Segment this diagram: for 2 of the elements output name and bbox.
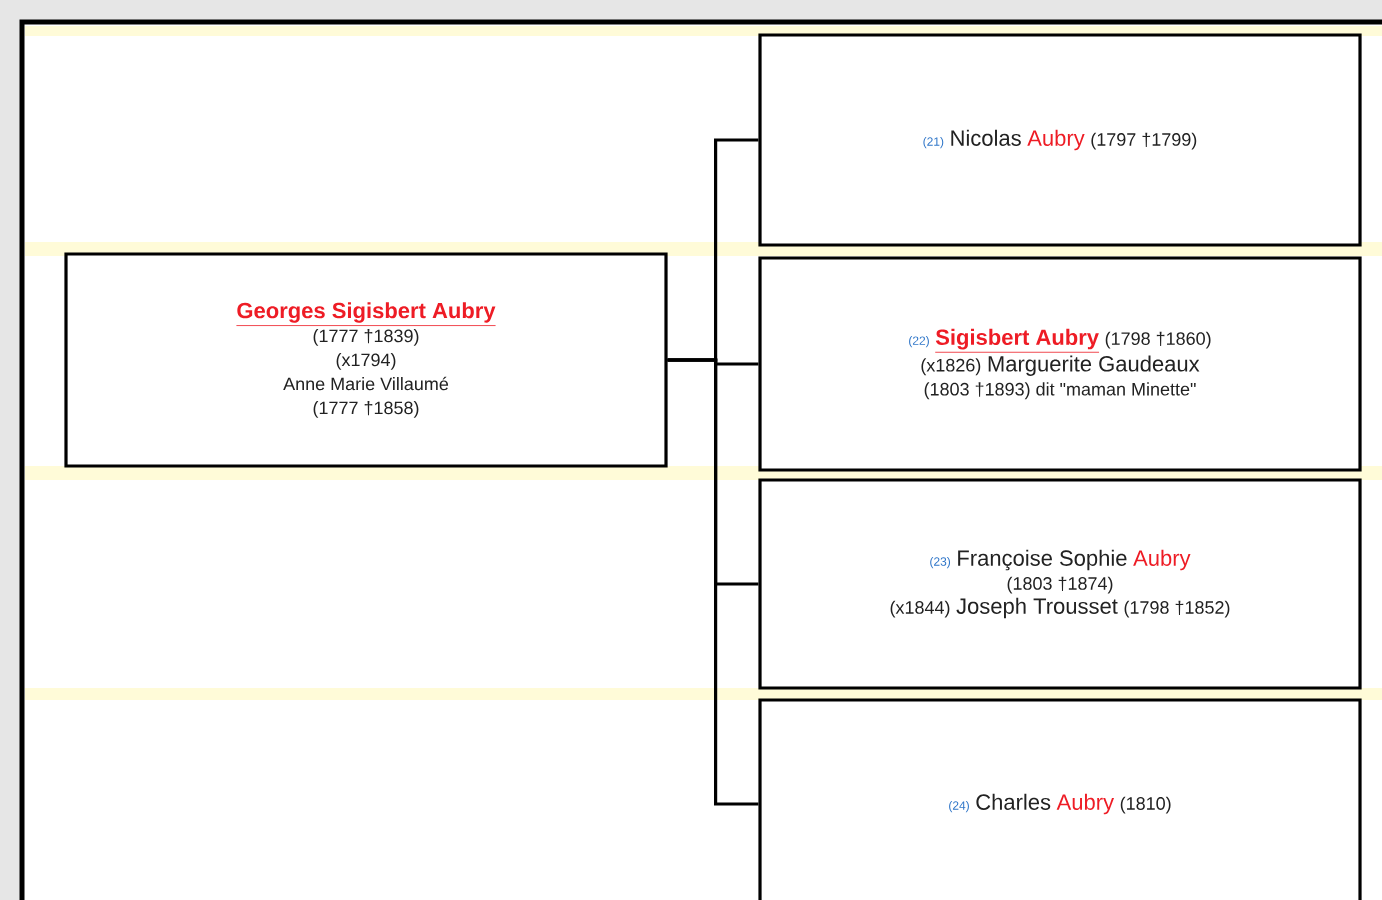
person-box: Georges Sigisbert Aubry (1777 †1839) (x1794) Anne Marie Villaumé (1777 †1858) (64, 252, 668, 468)
connector-line (667, 358, 759, 806)
